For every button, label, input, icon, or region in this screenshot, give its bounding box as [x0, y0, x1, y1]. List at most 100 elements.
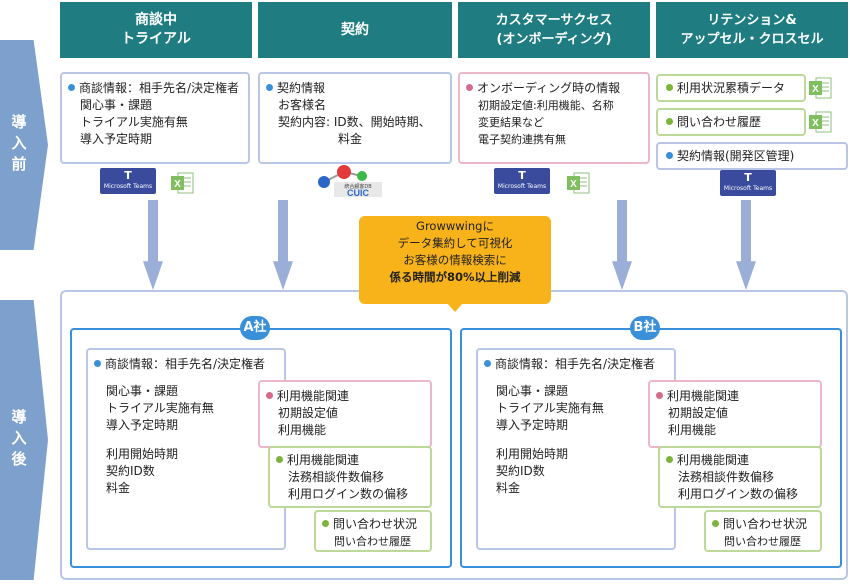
- trial-info-title-row: 商談情報：相手先名/決定権者: [68, 80, 248, 97]
- main-title: 商談情報：相手先名/決定権者: [105, 357, 266, 371]
- main-line: 料金: [496, 481, 521, 495]
- usage-data-box: 利用状況累積データ: [656, 74, 806, 102]
- excel-icon: X: [567, 172, 590, 194]
- teams-icon: T Microsoft Teams: [494, 168, 550, 194]
- usage-line: 利用ログイン数の偏移: [678, 487, 799, 501]
- inquiry-line: 問い合わせ履歴: [334, 535, 411, 548]
- trial-info-line: トライアル実施有無: [80, 115, 188, 129]
- teams-logo-glyph: T: [124, 169, 132, 182]
- main-line: 導入予定時期: [496, 418, 569, 432]
- bullet-dot: [466, 84, 473, 91]
- company-b-inquiry-box: 問い合わせ状況 問い合わせ履歴: [704, 510, 822, 552]
- feature-title: 利用機能関連: [277, 389, 350, 403]
- main-title-row: 商談情報：相手先名/決定権者: [484, 356, 674, 373]
- teams-logo-glyph: T: [518, 169, 526, 182]
- teams-icon: T Microsoft Teams: [720, 170, 776, 196]
- header-contract-line1: 契約: [341, 21, 369, 38]
- onboarding-info-line: 電子契約連携有無: [478, 133, 566, 146]
- svg-text:X: X: [174, 179, 181, 190]
- usage-line: 法務相談件数偏移: [678, 470, 775, 484]
- bullet-dot: [276, 456, 283, 463]
- company-b-badge: B社: [630, 316, 660, 340]
- trial-info-line: 導入予定時期: [80, 132, 153, 146]
- inquiry-history-title: 問い合わせ履歴: [677, 115, 762, 129]
- bullet-dot: [656, 392, 663, 399]
- bullet-dot: [666, 84, 673, 91]
- inquiry-history-box: 問い合わせ履歴: [656, 108, 806, 136]
- company-a-main-box: 商談情報：相手先名/決定権者 関心事・課題 トライアル実施有無 導入予定時期 利…: [86, 348, 286, 550]
- cuic-sub-text: 統合顧客DB: [344, 183, 372, 190]
- main-line: 関心事・課題: [496, 384, 569, 398]
- header-retention: リテンション& アップセル・クロスセル: [656, 2, 848, 58]
- teams-label: Microsoft Teams: [723, 185, 773, 192]
- svg-text:X: X: [812, 84, 819, 95]
- callout-line: データ集約して可視化: [397, 236, 513, 250]
- bullet-dot: [666, 152, 673, 159]
- main-line: 料金: [106, 481, 131, 495]
- bullet-dot: [322, 520, 329, 527]
- flow-arrow: [736, 200, 756, 290]
- header-trial-line2: トライアル: [121, 31, 191, 47]
- main-line: トライアル実施有無: [496, 401, 604, 415]
- teams-label: Microsoft Teams: [497, 183, 547, 190]
- contract-dev-box: 契約情報(開発区管理): [656, 142, 848, 170]
- callout-highlight: 係る時間が80%以上削減: [389, 270, 521, 284]
- onboarding-info-title-row: オンボーディング時の情報: [466, 80, 648, 97]
- feature-line: 初期設定値: [278, 406, 339, 420]
- growwwing-callout: Growwwingに データ集約して可視化 お客様の情報検索に 係る時間が80%…: [359, 216, 551, 312]
- trial-info-box: 商談情報：相手先名/決定権者 関心事・課題 トライアル実施有無 導入予定時期: [60, 72, 250, 164]
- bullet-dot: [68, 84, 75, 91]
- feature-line: 利用機能: [668, 423, 717, 437]
- usage-title: 利用機能関連: [287, 453, 360, 467]
- header-retention-line2: アップセル・クロスセル: [680, 32, 824, 47]
- header-success-line1: カスタマーサクセス: [495, 13, 613, 28]
- main-line: 契約ID数: [106, 464, 155, 478]
- header-trial-line1: 商談中: [135, 12, 177, 28]
- onboarding-info-line: 初期設定値:利用機能、名称: [478, 99, 614, 112]
- excel-icon: X: [809, 111, 832, 133]
- callout-line: Growwwingに: [416, 219, 494, 233]
- contract-info-line: 契約内容: ID数、開始時期、: [278, 115, 431, 129]
- trial-info-title: 商談情報：相手先名/決定権者: [79, 81, 240, 95]
- onboarding-info-line: 変更結果など: [478, 116, 544, 129]
- inquiry-title: 問い合わせ状況: [333, 517, 418, 531]
- contract-info-line: お客様名: [278, 98, 327, 112]
- usage-data-title: 利用状況累積データ: [677, 81, 786, 95]
- inquiry-title: 問い合わせ状況: [723, 517, 808, 531]
- svg-text:X: X: [812, 118, 819, 129]
- feature-title: 利用機能関連: [667, 389, 740, 403]
- header-contract: 契約: [258, 2, 452, 58]
- bullet-dot: [266, 84, 273, 91]
- main-line: 導入予定時期: [106, 418, 179, 432]
- teams-logo-glyph: T: [744, 171, 752, 184]
- after-stage-label: 導入後: [9, 408, 28, 472]
- bullet-dot: [666, 456, 673, 463]
- cuic-text: CUIC: [347, 188, 369, 198]
- header-success-line2: (オンボーディング): [496, 32, 612, 47]
- flow-arrow: [273, 200, 293, 290]
- company-b-main-box: 商談情報：相手先名/決定権者 関心事・課題 トライアル実施有無 導入予定時期 利…: [476, 348, 676, 550]
- feature-line: 利用機能: [278, 423, 327, 437]
- excel-icon: X: [809, 77, 832, 99]
- flow-arrow: [612, 200, 632, 290]
- usage-title-row: 利用機能関連: [276, 452, 430, 469]
- excel-icon: X: [171, 172, 194, 194]
- usage-title: 利用機能関連: [677, 453, 750, 467]
- usage-title-row: 利用機能関連: [666, 452, 820, 469]
- svg-text:X: X: [570, 179, 577, 190]
- company-b-feature-box: 利用機能関連 初期設定値 利用機能: [648, 380, 822, 448]
- onboarding-info-box: オンボーディング時の情報 初期設定値:利用機能、名称 変更結果など 電子契約連携…: [458, 72, 650, 164]
- callout-tail: [447, 303, 463, 312]
- trial-info-line: 関心事・課題: [80, 98, 153, 112]
- contract-info-title: 契約情報: [277, 81, 326, 95]
- teams-icon: T Microsoft Teams: [100, 168, 156, 194]
- main-title-row: 商談情報：相手先名/決定権者: [94, 356, 284, 373]
- main-line: 利用開始時期: [496, 447, 569, 461]
- company-a-usage-box: 利用機能関連 法務相談件数偏移 利用ログイン数の偏移: [268, 446, 432, 508]
- usage-line: 利用ログイン数の偏移: [288, 487, 409, 501]
- bullet-dot: [484, 360, 491, 367]
- usage-line: 法務相談件数偏移: [288, 470, 385, 484]
- bullet-dot: [266, 392, 273, 399]
- after-stage-arrow: 導入後: [0, 300, 48, 580]
- bullet-dot: [666, 118, 673, 125]
